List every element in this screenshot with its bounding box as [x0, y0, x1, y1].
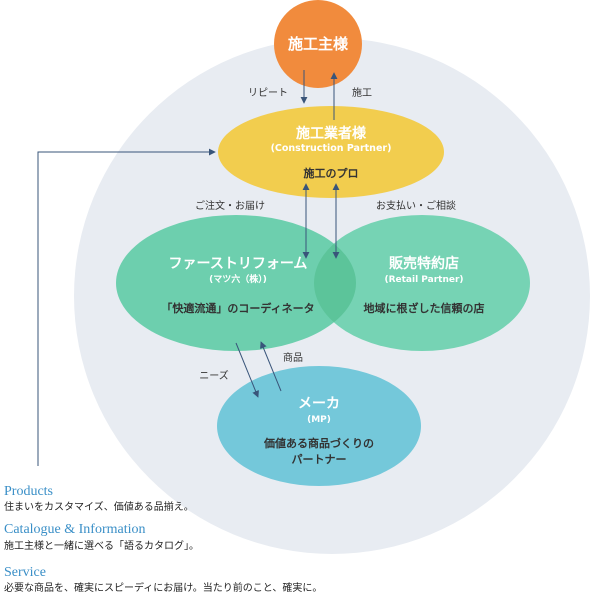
client-title: 施工主様: [288, 35, 349, 53]
flow-label-construction: 施工: [352, 86, 372, 99]
first-reform-node: [116, 215, 356, 351]
contractor-subtitle: (Construction Partner): [271, 143, 392, 154]
maker-node: [217, 366, 421, 486]
dealer-node: [314, 215, 530, 351]
products-desc: 住まいをカスタマイズ、価値ある品揃え。: [4, 502, 194, 513]
first-reform-title: ファーストリフォーム: [169, 256, 308, 272]
flow-label-payment: お支払い・ご相談: [376, 199, 456, 212]
catalogue-information-desc: 施工主様と一緒に選べる「語るカタログ」。: [4, 541, 199, 552]
arrow-needs: [235, 342, 259, 398]
flow-label-repeat: リピート: [248, 87, 288, 99]
dealer-title: 販売特約店: [389, 255, 459, 272]
arrow-products: [260, 341, 282, 392]
flow-label-order: ご注文・お届け: [195, 199, 265, 212]
dealer-desc: 地域に根ざした信頼の店: [364, 301, 485, 315]
flow-label-needs: ニーズ: [199, 369, 229, 382]
contractor-node: [218, 106, 444, 198]
maker-title: メーカ: [298, 396, 340, 412]
contractor-desc: 施工のプロ: [304, 166, 359, 180]
first-reform-desc: 「快適流通」のコーディネータ: [161, 301, 314, 315]
client-node: [274, 0, 362, 88]
catalogue-information-link[interactable]: Catalogue & Information: [4, 522, 146, 537]
service-link[interactable]: Service: [4, 565, 46, 580]
flow-label-products: 商品: [283, 351, 303, 364]
maker-desc-line2: パートナー: [292, 453, 347, 466]
products-link[interactable]: Products: [4, 484, 53, 499]
service-desc: 必要な商品を、確実にスピーディにお届け。当たり前のこと、確実に。: [4, 583, 323, 594]
first-reform-subtitle: (マツ六（株）): [209, 273, 267, 285]
dealer-subtitle: (Retail Partner): [384, 275, 463, 285]
contractor-title: 施工業者様: [296, 125, 367, 142]
products-connector-line: [37, 148, 216, 466]
maker-subtitle: (MP): [307, 415, 331, 425]
maker-desc-line1: 価値ある商品づくりの: [263, 436, 374, 450]
